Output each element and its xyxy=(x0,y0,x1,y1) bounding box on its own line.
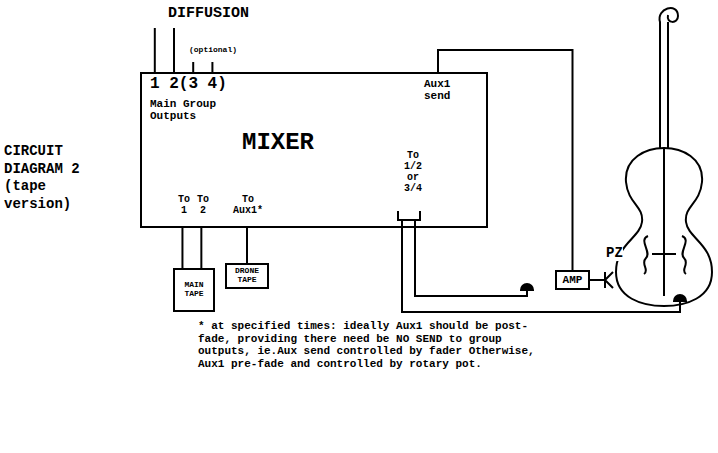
aux-input-label: To Aux1* xyxy=(230,194,266,216)
output-numbers: 1 2(3 4) xyxy=(150,76,227,94)
tape-box: MAIN TAPE xyxy=(173,268,215,312)
input-label: To 1/2 or 3/4 xyxy=(397,150,429,194)
diffusion-output-line xyxy=(173,28,175,72)
diffusion-output-line xyxy=(192,62,194,72)
pickup-wire xyxy=(590,279,605,281)
mixer-title: MIXER xyxy=(242,130,314,156)
tape-input-label: To 1 xyxy=(175,194,193,216)
pickup-label: PZ xyxy=(606,246,623,261)
signal-connector xyxy=(181,228,183,268)
mic-wire xyxy=(402,220,680,312)
cello-body xyxy=(616,148,712,306)
mic-wire xyxy=(415,220,527,296)
mixer-box: 1 2(3 4) Main Group OutputsMIXER Aux1 send… xyxy=(140,72,488,228)
signal-connector xyxy=(246,228,248,263)
box-text: DRONE TAPE xyxy=(229,267,265,285)
f-hole xyxy=(644,236,648,274)
diffusion-output-line xyxy=(211,62,213,72)
amp-box: AMP xyxy=(555,270,590,290)
diagram-title: CIRCUIT DIAGRAM 2 (tape version) xyxy=(4,143,104,213)
microphone-symbol xyxy=(521,284,533,290)
aux-send-label: Aux1 send xyxy=(424,78,470,102)
diffusion-output-line xyxy=(154,28,156,72)
piezo-pickup-symbol xyxy=(605,272,613,288)
cello-strings xyxy=(663,148,665,296)
cello-bridge xyxy=(652,253,676,255)
output-heading: DIFFUSION xyxy=(168,6,249,23)
microphone-symbol xyxy=(674,295,686,301)
footnote: * at specified times: ideally Aux1 shoul… xyxy=(198,320,543,371)
tape-box: DRONE TAPE xyxy=(225,263,269,289)
box-text: MAIN TAPE xyxy=(177,281,211,299)
cello-neck xyxy=(660,22,668,148)
tape-input-label: To 2 xyxy=(194,194,212,216)
optional-note: (optional) xyxy=(189,46,237,55)
input-bracket xyxy=(398,211,420,220)
mixer-note: Main Group Outputs xyxy=(150,98,230,122)
f-hole xyxy=(682,236,686,274)
box-text: AMP xyxy=(563,274,583,286)
signal-connector xyxy=(438,50,573,270)
signal-connector xyxy=(200,228,202,268)
